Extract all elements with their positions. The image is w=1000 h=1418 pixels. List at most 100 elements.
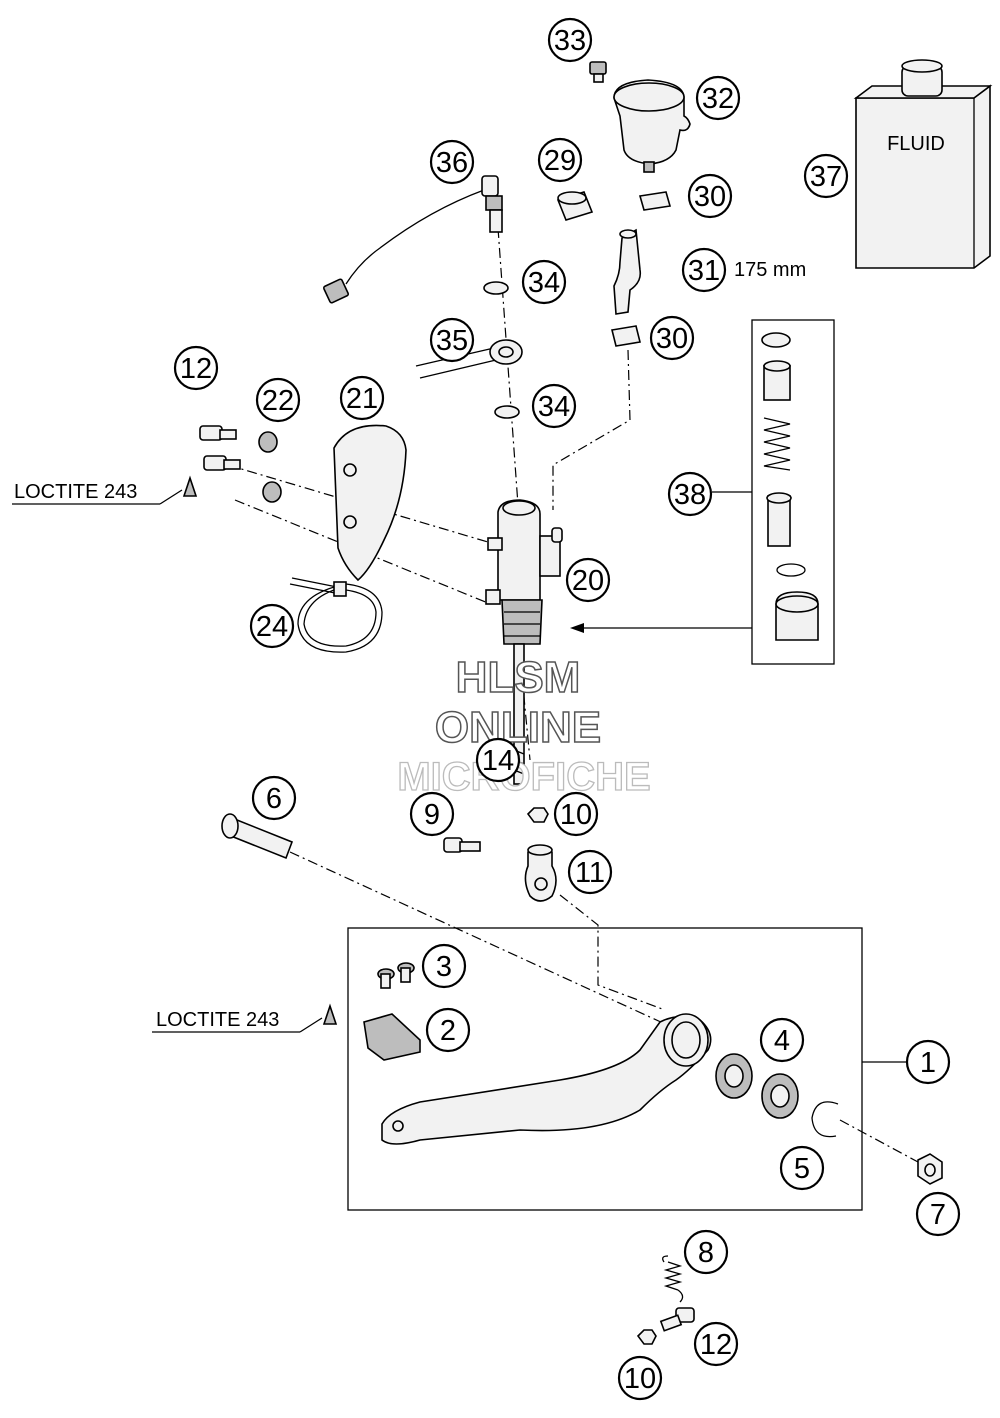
callout-number: 9 (424, 799, 440, 831)
callout-number: 20 (572, 565, 604, 597)
bolt-9 (443, 837, 481, 853)
callout-circle (553, 791, 599, 837)
hose-clamp-30-lower (611, 325, 641, 347)
loctite-lower-text: LOCTITE 243 (156, 1009, 279, 1031)
callout-12: 12 (693, 1321, 739, 1367)
callout-circle (249, 603, 295, 649)
callout-number: 1 (920, 1047, 936, 1079)
callout-9: 9 (409, 791, 455, 837)
washer-22-upper (258, 431, 278, 453)
callout-number: 30 (656, 323, 688, 355)
flange-nut (917, 1153, 943, 1185)
hose-clamp-30-upper (638, 191, 672, 211)
callout-circle (667, 471, 713, 517)
callout-circle (251, 775, 297, 821)
cable-tie (289, 577, 383, 653)
loctite-label-lower: LOCTITE 243 (152, 1003, 338, 1033)
callout-34: 34 (531, 383, 577, 429)
hose-clamp-29 (556, 191, 594, 221)
nut-10-lower (636, 1329, 657, 1345)
callout-circle (803, 153, 849, 199)
callout-circle (339, 375, 385, 421)
callout-circle (173, 345, 219, 391)
return-spring (662, 1255, 684, 1303)
callout-32: 32 (695, 75, 741, 121)
callout-number: 3 (436, 951, 452, 983)
callout-circle (537, 137, 583, 183)
callout-number: 8 (698, 1237, 714, 1269)
callout-circle (905, 1039, 951, 1085)
brake-fluid-bottle: FLUID (853, 59, 993, 269)
callout-circle (681, 247, 727, 293)
callout-number: 10 (624, 1363, 656, 1395)
loctite-upper-text: LOCTITE 243 (14, 481, 137, 503)
callout-31: 31 (681, 247, 727, 293)
callout-circle (687, 173, 733, 219)
pivot-pin (221, 813, 294, 860)
callout-circle (567, 849, 613, 895)
callout-20: 20 (565, 557, 611, 603)
callout-number: 10 (560, 799, 592, 831)
callout-circle (521, 259, 567, 305)
callout-number: 12 (180, 353, 212, 385)
callout-24: 24 (249, 603, 295, 649)
rear-brake-master-cylinder (485, 499, 563, 645)
watermark-line1: HLSM (456, 653, 581, 702)
callout-number: 6 (266, 783, 282, 815)
callout-number: 11 (575, 857, 605, 889)
callout-circle (683, 1229, 729, 1275)
nut-10-upper (526, 807, 549, 823)
callout-number: 38 (674, 479, 706, 511)
callout-number: 14 (482, 745, 514, 777)
callout-circle (565, 557, 611, 603)
brake-pedal-assembly-box (347, 927, 863, 1211)
callout-22: 22 (255, 377, 301, 423)
callout-6: 6 (251, 775, 297, 821)
callout-number: 36 (436, 147, 468, 179)
callout-circle (693, 1321, 739, 1367)
callout-number: 31 (688, 255, 720, 287)
reservoir-hose (613, 228, 642, 315)
callout-number: 34 (528, 267, 560, 299)
bolt-12-upper (199, 425, 237, 441)
callout-30: 30 (649, 315, 695, 361)
callout-circle (531, 383, 577, 429)
callout-circle (649, 315, 695, 361)
callout-circle (759, 1017, 805, 1063)
bolt-12-lower (659, 1307, 695, 1332)
callout-number: 32 (702, 83, 734, 115)
watermark-line2: ONLINE (435, 703, 601, 752)
callout-number: 30 (694, 181, 726, 213)
callout-number: 29 (544, 145, 576, 177)
callout-circle (255, 377, 301, 423)
callout-circle (429, 139, 475, 185)
repair-kit-box (751, 319, 835, 665)
callout-circle (421, 943, 467, 989)
hose-length-label: 175 mm (734, 259, 806, 281)
callout-3: 3 (421, 943, 467, 989)
callout-number: 37 (810, 161, 842, 193)
callout-number: 7 (930, 1199, 946, 1231)
callout-circle (779, 1145, 825, 1191)
callout-circle (475, 737, 521, 783)
washer-22-lower (262, 481, 282, 503)
callout-circle (695, 75, 741, 121)
callout-14: 14 (475, 737, 521, 783)
kit-pointer-arrow (570, 623, 584, 633)
callout-number: 2 (440, 1015, 456, 1047)
callout-2: 2 (425, 1007, 471, 1053)
callout-36: 36 (429, 139, 475, 185)
callout-1: 1 (905, 1039, 951, 1085)
bolt-upper-left (203, 455, 241, 471)
callout-number: 35 (436, 325, 468, 357)
brake-fluid-reservoir (613, 79, 691, 173)
callout-35: 35 (429, 317, 475, 363)
clevis (524, 844, 557, 902)
sealing-washer-lower (494, 405, 520, 419)
callout-number: 21 (346, 383, 378, 415)
callout-33: 33 (547, 17, 593, 63)
callout-number: 22 (262, 385, 294, 417)
callout-4: 4 (759, 1017, 805, 1063)
callout-number: 4 (774, 1025, 790, 1057)
